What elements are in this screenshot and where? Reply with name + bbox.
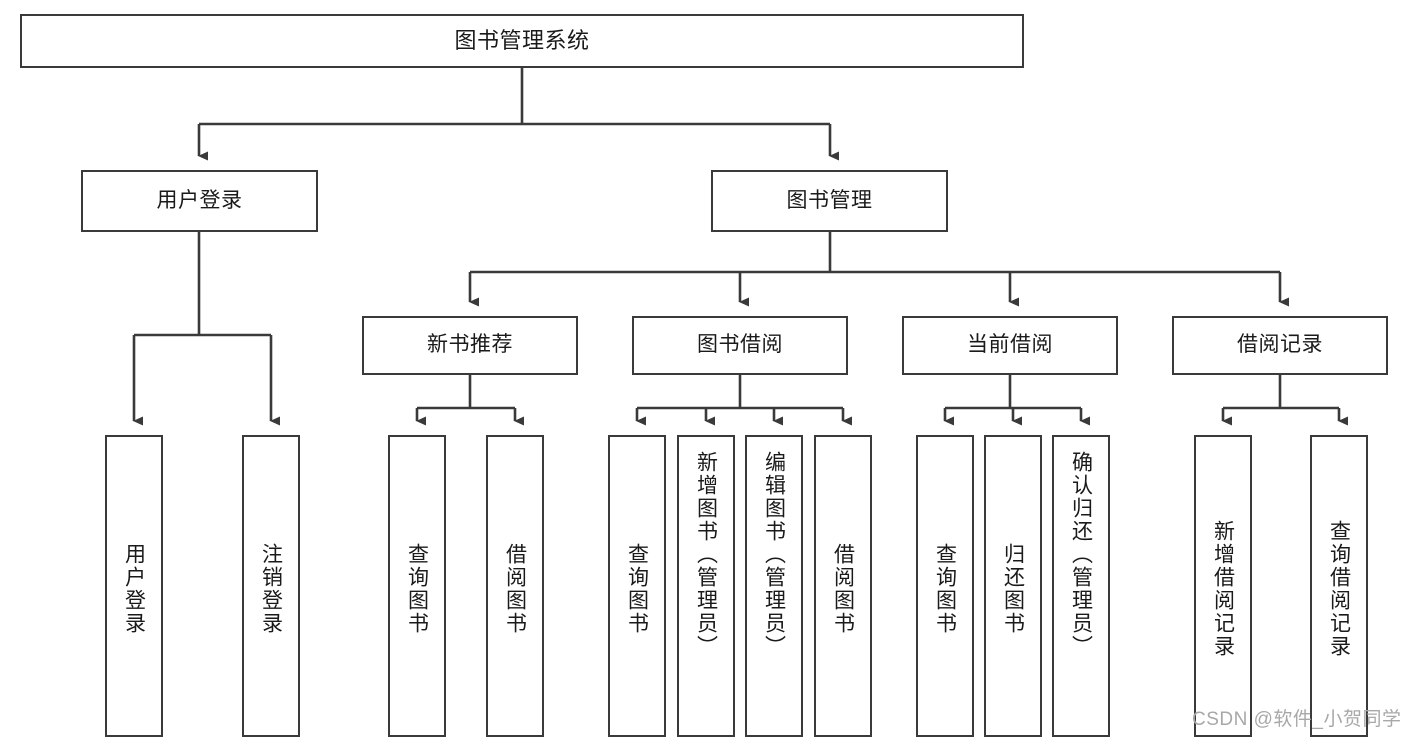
leaf-confirm-return-label: 确认归还（管理员） xyxy=(1069,451,1093,658)
node-book-manage-label: 图书管理 xyxy=(786,188,873,212)
leaf-logout-wrap: 注销登录 xyxy=(259,437,283,735)
leaf-confirm-return-wrap: 确认归还（管理员） xyxy=(1069,437,1093,735)
leaf-borrow-book-1-label: 借阅图书 xyxy=(503,543,527,635)
leaf-borrow-book-2-wrap: 借阅图书 xyxy=(831,437,855,735)
leaf-add-record[interactable]: 新增借阅记录 xyxy=(1194,435,1252,737)
leaf-user-login-label: 用户登录 xyxy=(122,543,146,635)
node-book-manage[interactable]: 图书管理 xyxy=(711,170,948,232)
node-borrow-record[interactable]: 借阅记录 xyxy=(1172,316,1388,375)
leaf-query-book-2-wrap: 查询图书 xyxy=(625,437,649,735)
leaf-query-book-2-label: 查询图书 xyxy=(625,543,649,635)
node-root-label: 图书管理系统 xyxy=(454,28,590,54)
leaf-confirm-return[interactable]: 确认归还（管理员） xyxy=(1052,435,1110,737)
node-new-book-rec-label: 新书推荐 xyxy=(427,333,513,357)
leaf-edit-book-label: 编辑图书（管理员） xyxy=(762,451,786,658)
leaf-return-book-label: 归还图书 xyxy=(1001,543,1025,635)
node-user-login[interactable]: 用户登录 xyxy=(81,170,318,232)
leaf-borrow-book-2-label: 借阅图书 xyxy=(831,543,855,635)
leaf-borrow-book-1[interactable]: 借阅图书 xyxy=(486,435,544,737)
leaf-query-book-1-wrap: 查询图书 xyxy=(405,437,429,735)
leaf-edit-book[interactable]: 编辑图书（管理员） xyxy=(745,435,803,737)
leaf-borrow-book-1-wrap: 借阅图书 xyxy=(503,437,527,735)
leaf-add-book[interactable]: 新增图书（管理员） xyxy=(677,435,735,737)
leaf-borrow-book-2[interactable]: 借阅图书 xyxy=(814,435,872,737)
leaf-query-book-1[interactable]: 查询图书 xyxy=(388,435,446,737)
node-borrow-record-label: 借阅记录 xyxy=(1237,333,1323,357)
leaf-query-book-1-label: 查询图书 xyxy=(405,543,429,635)
leaf-logout[interactable]: 注销登录 xyxy=(242,435,300,737)
leaf-add-book-wrap: 新增图书（管理员） xyxy=(694,437,718,735)
node-current-borrow-label: 当前借阅 xyxy=(967,333,1053,357)
leaf-query-book-3-wrap: 查询图书 xyxy=(933,437,957,735)
node-new-book-rec[interactable]: 新书推荐 xyxy=(362,316,578,375)
leaf-logout-label: 注销登录 xyxy=(259,543,283,635)
leaf-edit-book-wrap: 编辑图书（管理员） xyxy=(762,437,786,735)
node-root[interactable]: 图书管理系统 xyxy=(20,14,1024,68)
leaf-add-record-label: 新增借阅记录 xyxy=(1211,520,1235,658)
leaf-return-book[interactable]: 归还图书 xyxy=(984,435,1042,737)
leaf-query-book-3[interactable]: 查询图书 xyxy=(916,435,974,737)
leaf-return-book-wrap: 归还图书 xyxy=(1001,437,1025,735)
node-book-borrow[interactable]: 图书借阅 xyxy=(632,316,848,375)
leaf-query-record[interactable]: 查询借阅记录 xyxy=(1310,435,1368,737)
leaf-query-record-label: 查询借阅记录 xyxy=(1327,520,1351,658)
node-book-borrow-label: 图书借阅 xyxy=(697,333,783,357)
leaf-query-record-wrap: 查询借阅记录 xyxy=(1327,437,1351,735)
watermark: CSDN @软件_小贺同学 xyxy=(1192,709,1402,730)
leaf-user-login-wrap: 用户登录 xyxy=(122,437,146,735)
leaf-add-record-wrap: 新增借阅记录 xyxy=(1211,437,1235,735)
leaf-query-book-3-label: 查询图书 xyxy=(933,543,957,635)
leaf-add-book-label: 新增图书（管理员） xyxy=(694,451,718,658)
node-current-borrow[interactable]: 当前借阅 xyxy=(902,316,1118,375)
node-user-login-label: 用户登录 xyxy=(156,188,243,212)
leaf-query-book-2[interactable]: 查询图书 xyxy=(608,435,666,737)
leaf-user-login[interactable]: 用户登录 xyxy=(105,435,163,737)
